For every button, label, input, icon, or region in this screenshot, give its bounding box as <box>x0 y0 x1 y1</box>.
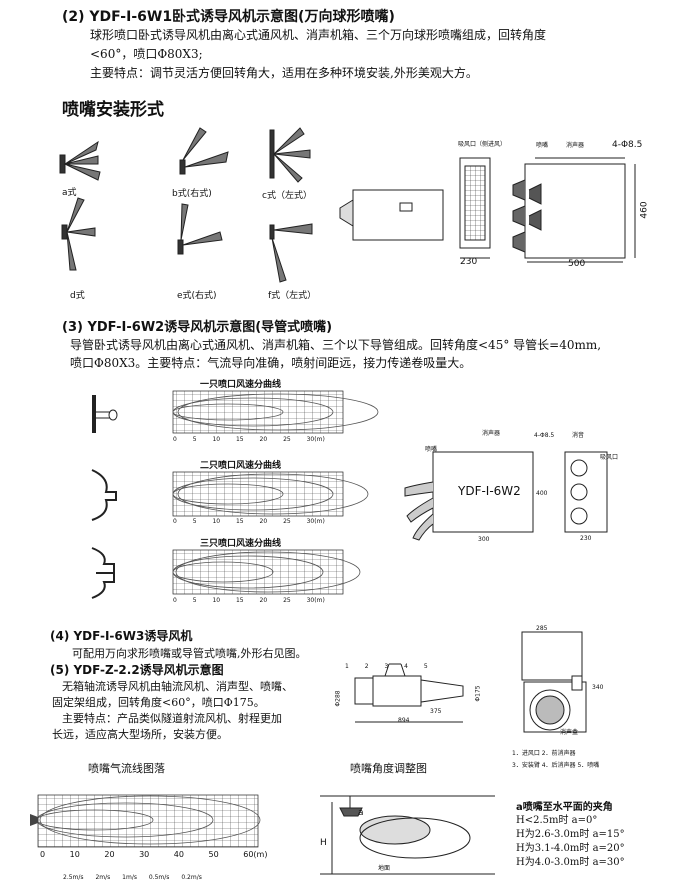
angle-figure-title: 喷嘴角度调整图 <box>350 762 427 775</box>
section5-desc-line1: 无箱轴流诱导风机由轴流风机、消声型、喷嘴、 <box>62 680 293 693</box>
w2-label-bolts: 4-Φ8.5 <box>534 432 555 439</box>
angle-row-4: H为4.0-3.0m时 a=30° <box>516 857 625 868</box>
chart1-nozzle-icon <box>92 395 118 433</box>
nozzle-form-d: d式 <box>70 291 85 301</box>
z22-dim-nozzle: Φ175 <box>474 685 482 702</box>
chart3-plot <box>172 549 361 595</box>
nozzle-form-c: c式（左式） <box>262 191 312 201</box>
w3-label-silencer: 消声盒 <box>560 729 579 736</box>
z22-dim-375: 375 <box>430 708 442 715</box>
angle-table-head: a喷嘴至水平面的夹角 <box>516 802 613 813</box>
w2-label-muffle: 消音 <box>572 432 585 439</box>
w3-parts-line1: 1．进风口 2．前消声器 <box>512 750 576 757</box>
w2-label-inlet: 吸风口 <box>600 454 619 461</box>
z22-callouts: 1 2 3 4 5 <box>345 663 428 670</box>
angle-row-3: H为3.1-4.0m时 a=20° <box>516 843 625 854</box>
airflow-chart-title: 喷嘴气流线图落 <box>88 762 165 775</box>
nozzle-install-title: 喷嘴安装形式 <box>62 100 164 120</box>
chart3-nozzle-icon <box>91 547 115 599</box>
nozzle-form-e: e式(右式) <box>177 291 217 301</box>
chart2-xticks: 0 5 10 15 20 25 30(m) <box>173 518 325 525</box>
w2-label-nozzle: 喷嘴 <box>425 446 438 453</box>
airflow-chart-legend: 2.5m/s 2m/s 1m/s 0.5m/s 0.2m/s <box>63 874 202 881</box>
chart3-title: 三只喷口风速分曲线 <box>200 539 282 549</box>
section2-desc-line2: <60°，喷口Φ80X3; <box>90 47 203 61</box>
chart1-plot <box>172 390 379 434</box>
w3-dim-height: 340 <box>592 684 604 691</box>
w2-unit-drawing <box>404 451 608 541</box>
w3-unit-drawing <box>521 631 587 733</box>
w3-parts-line2: 3．安装臂 4．后消声器 5．喷嘴 <box>512 762 600 769</box>
nozzle-form-b: b式(右式) <box>172 189 212 199</box>
section2-title: (2) YDF-Ⅰ-6W1卧式诱导风机示意图(万向球形喷嘴) <box>62 9 395 25</box>
section5-desc-line3: 主要特点：产品类似隧道射流风机、射程更加 <box>62 712 282 725</box>
section4-title: (4) YDF-Ⅰ-6W3诱导风机 <box>50 629 193 643</box>
chart1-title: 一只喷口风速分曲线 <box>200 380 282 390</box>
angle-figure-H: H <box>320 838 327 848</box>
chart1-xticks: 0 5 10 15 20 25 30(m) <box>173 436 325 443</box>
w1-label-nozzle: 喷嘴 <box>536 142 549 149</box>
z22-dim-inlet: Φ288 <box>334 690 342 707</box>
w2-dim-width: 230 <box>580 535 592 542</box>
w1-label-bolts: 4-Φ8.5 <box>612 140 643 150</box>
w2-label-silencer: 消声器 <box>482 430 501 437</box>
w2-dim-length: 300 <box>478 536 490 543</box>
w1-dim-height: 460 <box>639 201 650 219</box>
nozzle-form-a: a式 <box>62 188 77 198</box>
chart2-nozzle-icon <box>91 469 117 521</box>
angle-figure <box>320 795 495 875</box>
section5-title: (5) YDF-Z-2.2诱导风机示意图 <box>50 663 224 677</box>
w1-unit-drawing <box>339 157 636 263</box>
nozzle-forms-figure <box>59 127 313 283</box>
section4-desc: 可配用万向求形喷嘴或导管式喷嘴,外形右见图。 <box>72 647 307 660</box>
airflow-chart-plot <box>30 794 261 848</box>
z22-dim-894: 894 <box>398 717 410 724</box>
section2-feature: 主要特点：调节灵活方便回转角大，适用在多种环境安装,外形美观大方。 <box>90 66 478 80</box>
chart3-xticks: 0 5 10 15 20 25 30(m) <box>173 597 325 604</box>
w2-dim-height: 400 <box>536 490 548 497</box>
section3-title: (3) YDF-Ⅰ-6W2诱导风机示意图(导管式喷嘴) <box>62 320 333 335</box>
angle-row-2: H为2.6-3.0m时 a=15° <box>516 829 625 840</box>
section5-desc-line4: 长远，适应高大型场所，安装方便。 <box>52 728 228 741</box>
z22-unit-drawing <box>354 663 464 723</box>
w3-dim-width: 285 <box>536 625 548 632</box>
section5-desc-line2: 固定架组成，回转角度<60°，喷口Φ175。 <box>52 696 265 709</box>
w1-label-inlet: 吸风口（侧进风） <box>458 141 507 148</box>
w1-label-silencer: 消声器 <box>566 142 585 149</box>
w1-dim-width: 230 <box>460 257 478 267</box>
airflow-chart-xticks: 0 10 20 30 40 50 60(m) <box>40 850 268 859</box>
section2-desc-line1: 球形喷口卧式诱导风机由离心式通风机、消声机箱、三个万向球形喷嘴组成，回转角度 <box>90 28 547 42</box>
w1-dim-length: 500 <box>568 259 586 269</box>
angle-figure-a: a <box>358 808 364 818</box>
angle-figure-ground: 地面 <box>378 865 391 872</box>
chart2-title: 二只喷口风速分曲线 <box>200 461 282 471</box>
nozzle-form-f: f式（左式） <box>268 291 317 301</box>
angle-row-1: H<2.5m时 a=0° <box>516 815 598 826</box>
section3-desc-line2: 喷口Φ80X3。主要特点：气流导向准确，喷射间距远，接力传递卷吸量大。 <box>70 356 472 370</box>
chart2-plot <box>172 471 369 517</box>
w2-model: YDF-Ⅰ-6W2 <box>458 484 521 498</box>
section3-desc-line1: 导管卧式诱导风机由离心式通风机、消声机箱、三个以下导管组成。回转角度<45° 导… <box>70 338 602 352</box>
